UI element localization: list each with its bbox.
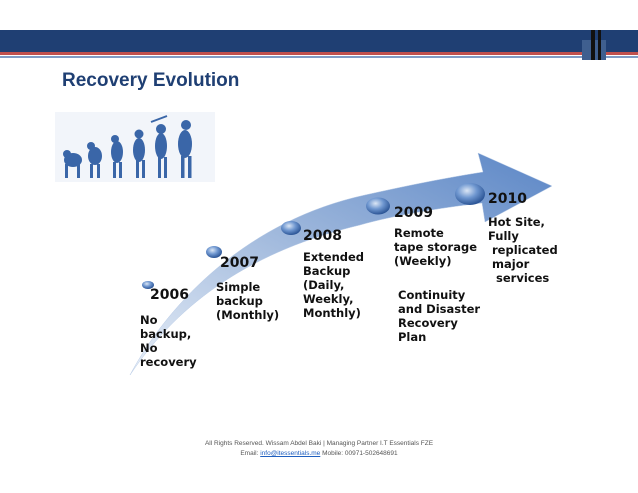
desc-2007: Simple backup (Monthly) [216,280,280,322]
year-2006: 2006 [150,287,189,303]
desc-2009-extra: Continuity and Disaster Recovery Plan [398,288,481,344]
timeline-bubbles [142,183,485,289]
year-2009: 2009 [394,205,433,221]
slide-title: Recovery Evolution [62,70,240,91]
desc-2008: Extended Backup (Daily, Weekly, Monthly) [303,250,365,320]
year-2007: 2007 [220,255,259,271]
header-banner [0,30,638,60]
footer-contact: Email: info@itessentials.me Mobile: 0097… [0,450,638,457]
desc-2009: Remote tape storage (Weekly) [394,226,477,268]
footer-email-label: Email: [240,450,261,457]
desc-2010: Hot Site, Fully replicated major service… [488,215,558,285]
footer-mobile: Mobile: 00971-502648691 [320,450,398,457]
footer-email-link[interactable]: info@itessentials.me [260,450,321,457]
footer-copyright: All Rights Reserved. Wissam Abdel Baki |… [204,440,434,447]
human-evolution-icon [55,112,215,182]
desc-2006: No backup, No recovery [140,313,197,369]
year-2010: 2010 [488,191,527,207]
year-2008: 2008 [303,228,342,244]
